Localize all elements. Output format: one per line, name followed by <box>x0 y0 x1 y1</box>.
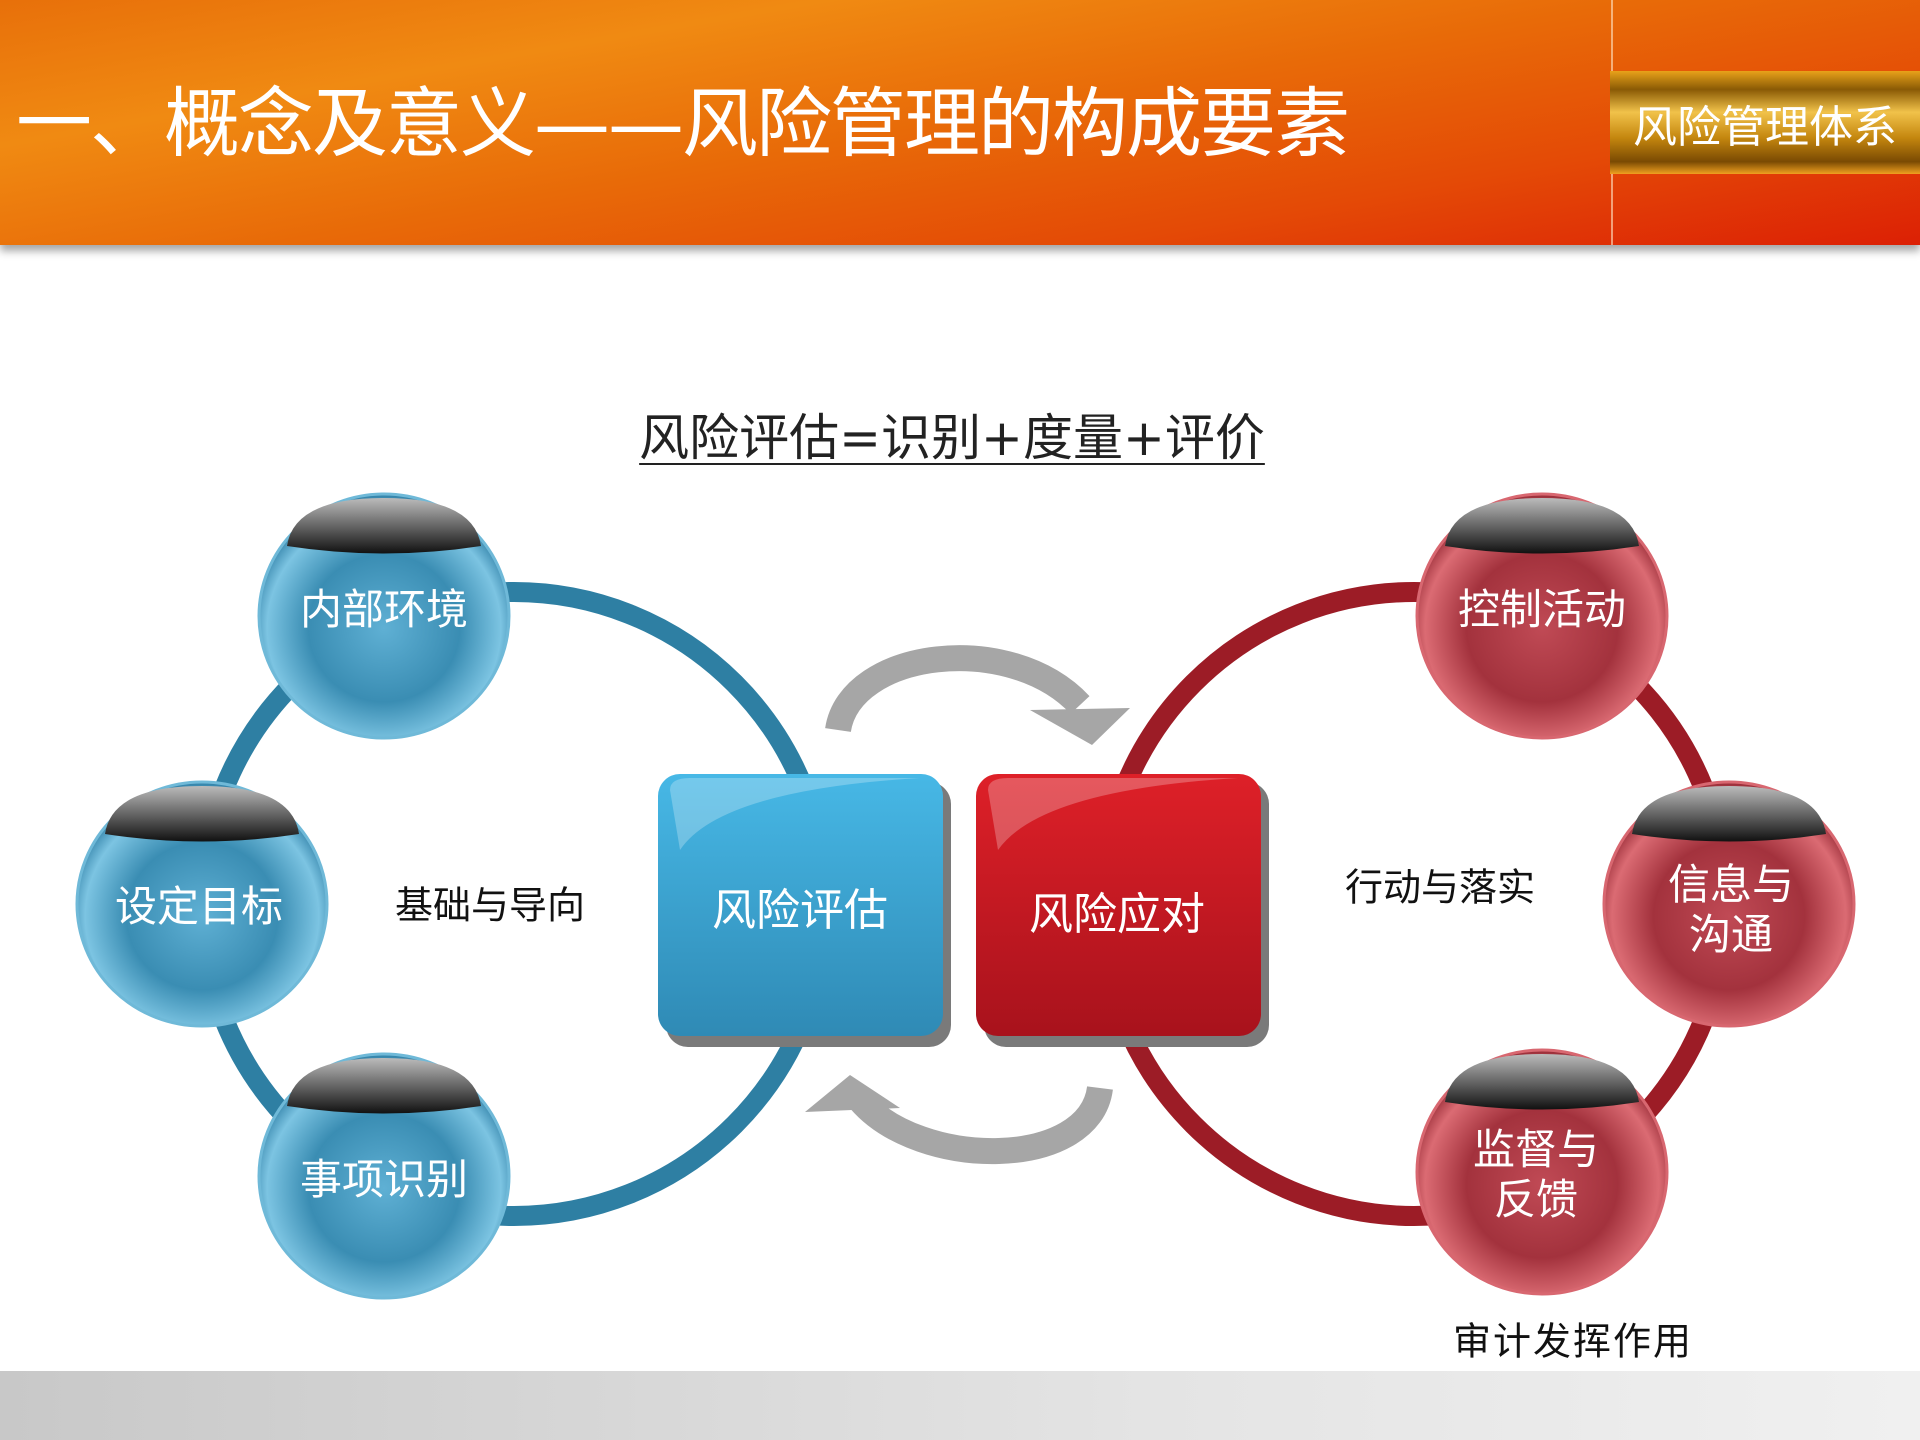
risk-response-box <box>976 774 1269 1047</box>
section-badge: 风险管理体系 <box>1610 71 1920 174</box>
risk-assessment-label: 风险评估 <box>712 885 888 936</box>
action-implementation-label: 行动与落实 <box>1344 865 1536 910</box>
arrow-head-left <box>805 1075 900 1112</box>
node-monitoring-feedback: 监督与 反馈 <box>1473 1125 1599 1225</box>
sphere-highlight <box>1445 498 1639 554</box>
node-line: 信息与 <box>1667 860 1795 909</box>
node-information-communication: 信息与 沟通 <box>1668 860 1794 960</box>
node-line: 监督与 <box>1472 1125 1600 1174</box>
node-event-identification: 事项识别 <box>299 1155 469 1204</box>
node-line: 沟通 <box>1688 910 1774 959</box>
sphere-highlight <box>287 498 481 554</box>
node-internal-environment: 内部环境 <box>299 585 469 634</box>
node-sphere <box>1415 492 1669 740</box>
node-sphere <box>75 780 329 1028</box>
node-sphere <box>1415 1048 1669 1296</box>
node-sphere <box>257 492 511 740</box>
sphere-highlight <box>287 1058 481 1114</box>
foundation-guidance-label: 基础与导向 <box>394 883 586 928</box>
risk-response-label: 风险应对 <box>1029 889 1205 940</box>
node-control-activities: 控制活动 <box>1457 585 1627 634</box>
arrow-head-right <box>1030 708 1130 745</box>
sphere-highlight <box>1445 1054 1639 1110</box>
audit-role-label: 审计发挥作用 <box>1452 1319 1694 1364</box>
header-banner <box>0 0 1920 245</box>
page-title: 一、概念及意义——风险管理的构成要素 <box>16 79 1350 168</box>
sphere-highlight <box>105 786 299 842</box>
footer-band <box>0 1371 1920 1440</box>
node-objective-setting: 设定目标 <box>114 882 284 931</box>
node-line: 反馈 <box>1493 1175 1579 1224</box>
risk-assessment-box <box>658 774 951 1047</box>
curved-arrow-right-icon <box>825 645 1090 733</box>
formula-subtitle: 风险评估=识别+度量+评价 <box>639 409 1265 467</box>
node-sphere <box>1602 780 1856 1028</box>
curved-arrow-left-icon <box>850 1085 1113 1165</box>
node-sphere <box>257 1052 511 1300</box>
sphere-highlight <box>1632 786 1826 842</box>
